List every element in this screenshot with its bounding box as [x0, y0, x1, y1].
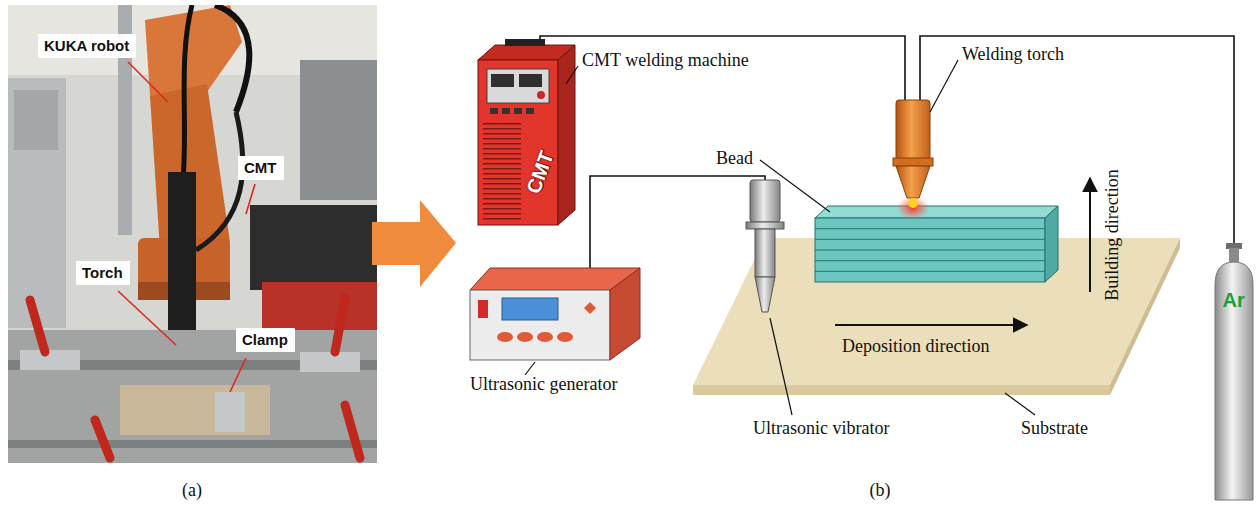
- layer-line: [815, 271, 1045, 272]
- panel-caption: (a): [182, 480, 202, 501]
- generator-switch: [478, 300, 488, 318]
- direction-label: Deposition direction: [842, 336, 989, 357]
- cabinet: [8, 78, 66, 328]
- leader-line: [118, 291, 176, 345]
- clamp-body: [215, 392, 245, 432]
- machine-handle: [505, 39, 545, 46]
- layer-line: [815, 260, 1045, 261]
- equipment: [300, 60, 377, 200]
- robot-upper-arm: [145, 5, 242, 96]
- machine-display: [491, 74, 514, 87]
- generator-display: [502, 298, 558, 320]
- machine-button: [490, 108, 498, 114]
- node-text: KUKA robot: [44, 37, 129, 55]
- photo-illustration: [8, 5, 377, 463]
- machine-knob: [537, 91, 545, 99]
- node-text: CMT: [244, 159, 277, 177]
- robot-cable: [196, 112, 243, 250]
- clamp-body: [300, 352, 360, 372]
- arc-glow: [896, 196, 930, 220]
- part-label: CMT welding machine: [582, 50, 749, 71]
- photo-callout: CMT: [238, 156, 284, 180]
- machine-button: [502, 108, 510, 114]
- node-text: Clamp: [242, 331, 288, 349]
- vibrator-head: [750, 180, 780, 222]
- generator-button: [517, 332, 533, 342]
- gas-cylinder-label: Ar: [1221, 289, 1248, 311]
- transition-arrow: [372, 200, 456, 287]
- bead-top: [815, 206, 1058, 218]
- cmt-unit-base: [262, 282, 377, 332]
- bead-side: [1045, 206, 1058, 282]
- layer-line: [815, 228, 1045, 229]
- cmt-unit: [250, 205, 377, 290]
- leader-line: [525, 362, 535, 375]
- generator-front: [470, 290, 610, 360]
- robot-cable: [183, 5, 192, 180]
- part-label: Bead: [716, 148, 753, 169]
- layer-line: [815, 239, 1045, 240]
- leader-line: [566, 66, 578, 84]
- part-label: Ultrasonic generator: [470, 374, 617, 395]
- machine-panel: [487, 69, 549, 103]
- torch-collar: [893, 158, 933, 166]
- torch-body: [168, 172, 196, 347]
- photo-background: [8, 5, 377, 463]
- machine-display: [519, 74, 542, 87]
- part-label: Welding torch: [962, 44, 1064, 65]
- cabinet-panel: [14, 90, 58, 150]
- deposition-direction-arrow: [835, 324, 1027, 326]
- clamp-handle: [95, 420, 110, 458]
- torch-nozzle: [896, 166, 930, 198]
- substrate-front: [693, 385, 1110, 395]
- clamp-handle: [345, 405, 360, 458]
- leader-line: [230, 358, 246, 392]
- leader-line: [770, 318, 792, 415]
- part-label: Substrate: [1021, 418, 1088, 439]
- photo-callout: Torch: [76, 261, 130, 285]
- bead-front: [815, 218, 1045, 282]
- node-text: Torch: [82, 264, 123, 282]
- work-plate: [120, 385, 270, 435]
- panel-caption: (b): [870, 480, 891, 501]
- gas-cylinder: [1215, 262, 1253, 500]
- arc-spot: [908, 198, 918, 208]
- generator-button: [497, 332, 513, 342]
- machine-front: [478, 60, 558, 225]
- leader-line: [246, 184, 255, 214]
- cable: [540, 36, 905, 100]
- generator-side: [610, 268, 640, 360]
- table-rail: [8, 440, 377, 448]
- leader-line: [930, 60, 958, 112]
- clamp-body: [20, 350, 80, 370]
- generator-button: [557, 332, 573, 342]
- vibrator-tip: [755, 277, 775, 312]
- machine-button: [526, 108, 534, 114]
- direction-label: Building direction: [1102, 169, 1123, 300]
- machine-button: [514, 108, 522, 114]
- signal-cable: [590, 176, 765, 268]
- machine-side: [558, 45, 575, 225]
- part-label: Ultrasonic vibrator: [753, 418, 889, 439]
- leader-line: [128, 62, 168, 102]
- node-text: Ar: [1223, 289, 1245, 311]
- layer-line: [815, 250, 1045, 251]
- clamp-handle: [335, 298, 345, 352]
- machine-grille: [483, 122, 521, 220]
- leader-line: [1005, 393, 1035, 415]
- torch-body: [896, 100, 930, 160]
- clamp-handle: [30, 300, 45, 352]
- vibrator-flange: [746, 222, 784, 229]
- photo-callout: Clamp: [236, 328, 295, 352]
- building-direction-arrow: [1089, 178, 1091, 292]
- generator-control: [584, 302, 596, 314]
- vibrator-shaft: [755, 229, 775, 277]
- generator-button: [537, 332, 553, 342]
- photo-callout: KUKA robot: [38, 34, 136, 58]
- robot-cable: [215, 5, 249, 112]
- work-table: [8, 330, 377, 463]
